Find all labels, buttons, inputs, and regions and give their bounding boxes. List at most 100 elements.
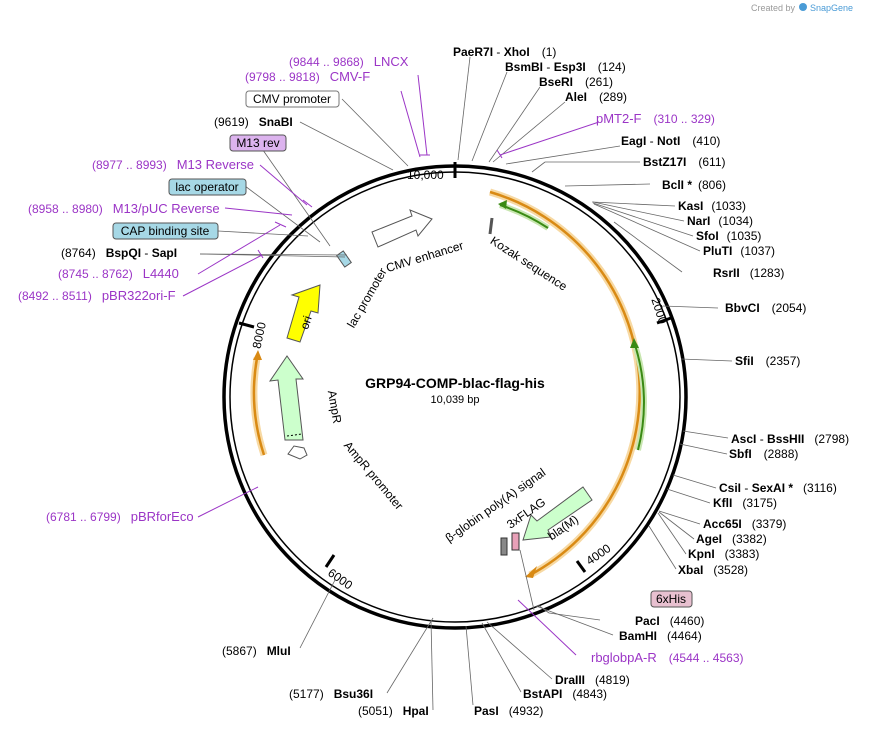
site-pos: (3383) (725, 547, 760, 561)
site-sexai: SexAI * (752, 481, 794, 495)
site-pluti: PluTI (703, 244, 732, 258)
orf-arrowhead-icon (525, 566, 537, 578)
svg-text:NarI(1034): NarI (1034) (687, 214, 753, 228)
site-nari: NarI (687, 214, 710, 228)
leader-lines-right (457, 56, 733, 706)
site-sfii: SfiI (735, 354, 754, 368)
m13-rev-box (229, 134, 287, 152)
site-pos: (261) (585, 75, 613, 89)
site-xbai: XbaI (678, 563, 703, 577)
svg-text:BclI *(806): BclI * (806) (662, 178, 726, 192)
tick-8000 (238, 321, 255, 329)
svg-text:(5051)HpaI: (5051)HpaI (358, 704, 429, 718)
site-sbfi: SbfI (729, 447, 752, 461)
site-pos: (3379) (752, 517, 787, 531)
site-pos: (1035) (727, 229, 762, 243)
site-pos: (1283) (750, 266, 785, 280)
flag-block (511, 532, 520, 551)
svg-text:DraIII(4819): DraIII(4819) (555, 673, 630, 687)
globin-block (500, 537, 508, 556)
site-pos: (5177) (289, 687, 324, 701)
svg-text:KasI(1033): KasI(1033) (678, 199, 746, 213)
site-sep: - (756, 432, 767, 446)
primer-pbr322ori-f: pBR322ori-F (102, 288, 176, 303)
svg-text:(8764)BspQI - SapI: (8764)BspQI - SapI (61, 246, 177, 260)
site-noti: NotI (657, 134, 680, 148)
svg-text:KpnI(3383): KpnI (3383) (688, 547, 759, 561)
site-pos: (8764) (61, 246, 96, 260)
his-tag-label: 6xHis (656, 592, 686, 606)
green-arrowhead-icon (630, 338, 639, 348)
svg-text:(8958 .. 8980)M13/pUC Reverse: (8958 .. 8980)M13/pUC Reverse (28, 201, 220, 216)
svg-text:(8492 .. 8511)pBR322ori-F: (8492 .. 8511)pBR322ori-F (18, 288, 176, 303)
site-kpni: KpnI (688, 547, 715, 561)
green-arc (634, 344, 645, 451)
svg-text:SfoI(1035): SfoI (1035) (696, 229, 761, 243)
primer-labels: (9844 .. 9868)LNCX (9798 .. 9818)CMV-F (… (18, 54, 743, 665)
primer-range: (9844 .. 9868) (289, 55, 364, 69)
ampr-promoter-arrow (287, 445, 308, 460)
site-agei: AgeI (696, 532, 722, 546)
site-pos: (3175) (742, 496, 777, 510)
site-kasi: KasI (678, 199, 703, 213)
svg-text:rbglobpA-R(4544 .. 4563): rbglobpA-R(4544 .. 4563) (591, 650, 743, 665)
cap-site-box (112, 222, 219, 240)
site-mlui: MluI (267, 644, 291, 658)
svg-text:BbvCI(2054): BbvCI(2054) (725, 301, 806, 315)
svg-text:(5177)Bsu36I: (5177)Bsu36I (289, 687, 373, 701)
kozak-arrowhead-icon (498, 200, 507, 209)
primer-range: (6781 .. 6799) (46, 510, 121, 524)
svg-text:BseRI(261): BseRI (261) (539, 75, 613, 89)
site-paci: PacI (635, 614, 660, 628)
ampr-label: AmpR (325, 389, 345, 425)
site-bstz17i: BstZ17I (643, 155, 686, 169)
site-bsshii: BssHII (767, 432, 804, 446)
site-pos: (1034) (718, 214, 753, 228)
tick-label-10000: 10,000 (407, 168, 444, 182)
site-draiii: DraIII (555, 673, 585, 687)
svg-text:XbaI(3528): XbaI(3528) (678, 563, 748, 577)
primer-range: (8745 .. 8762) (58, 267, 133, 281)
svg-text:PluTI(1037): PluTI (1037) (703, 244, 775, 258)
site-bcli: BclI * (662, 178, 692, 192)
site-alei: AleI (565, 90, 587, 104)
site-sep: - (741, 481, 752, 495)
site-bbvci: BbvCI (725, 301, 760, 315)
svg-text:AleI(289): AleI(289) (565, 90, 627, 104)
bla-arrow (522, 486, 593, 541)
site-pos: (124) (598, 60, 626, 74)
ampr-orf-arrowhead-icon (253, 350, 262, 360)
tick-4000 (575, 560, 587, 573)
site-pos: (1037) (740, 244, 775, 258)
kozak-marker (488, 217, 494, 235)
ampr-arrow (268, 355, 304, 441)
lac-promoter-label: lac promoter (344, 265, 389, 330)
cmv-enhancer-label: CMV enhancer (384, 238, 465, 275)
site-sep: - (543, 60, 554, 74)
leader-lines-left (199, 98, 434, 711)
site-sep: - (493, 45, 504, 59)
primer-pmt2-f: pMT2-F (596, 111, 642, 126)
site-pos: (9619) (214, 115, 249, 129)
site-acc65i: Acc65I (703, 517, 742, 531)
svg-text:KflI(3175): KflI(3175) (713, 496, 777, 510)
site-pos: (4932) (509, 704, 544, 718)
svg-text:Acc65I(3379): Acc65I (3379) (703, 517, 786, 531)
primer-cmv-f: CMV-F (330, 69, 371, 84)
tick-6000 (324, 554, 336, 568)
site-pos: (5867) (222, 644, 257, 658)
site-bseri: BseRI (539, 75, 573, 89)
site-pos: (806) (698, 178, 726, 192)
site-pos: (3382) (732, 532, 767, 546)
primer-range: (310 .. 329) (654, 112, 715, 126)
svg-text:(9798 .. 9818)CMV-F: (9798 .. 9818)CMV-F (245, 69, 370, 84)
svg-text:BsmBI - Esp3I(124): BsmBI - Esp3I(124) (505, 60, 626, 74)
site-sfoi: SfoI (696, 229, 719, 243)
site-bspqi: BspQI (106, 246, 141, 260)
svg-text:EagI - NotI(410): EagI - NotI(410) (621, 134, 720, 148)
plasmid-size: 10,039 bp (431, 394, 480, 406)
tick-2000 (656, 316, 672, 325)
svg-text:(8745 .. 8762)L4440: (8745 .. 8762)L4440 (58, 266, 179, 281)
primer-m13-puc-reverse: M13/pUC Reverse (113, 201, 220, 216)
site-csii: CsiI (719, 481, 741, 495)
